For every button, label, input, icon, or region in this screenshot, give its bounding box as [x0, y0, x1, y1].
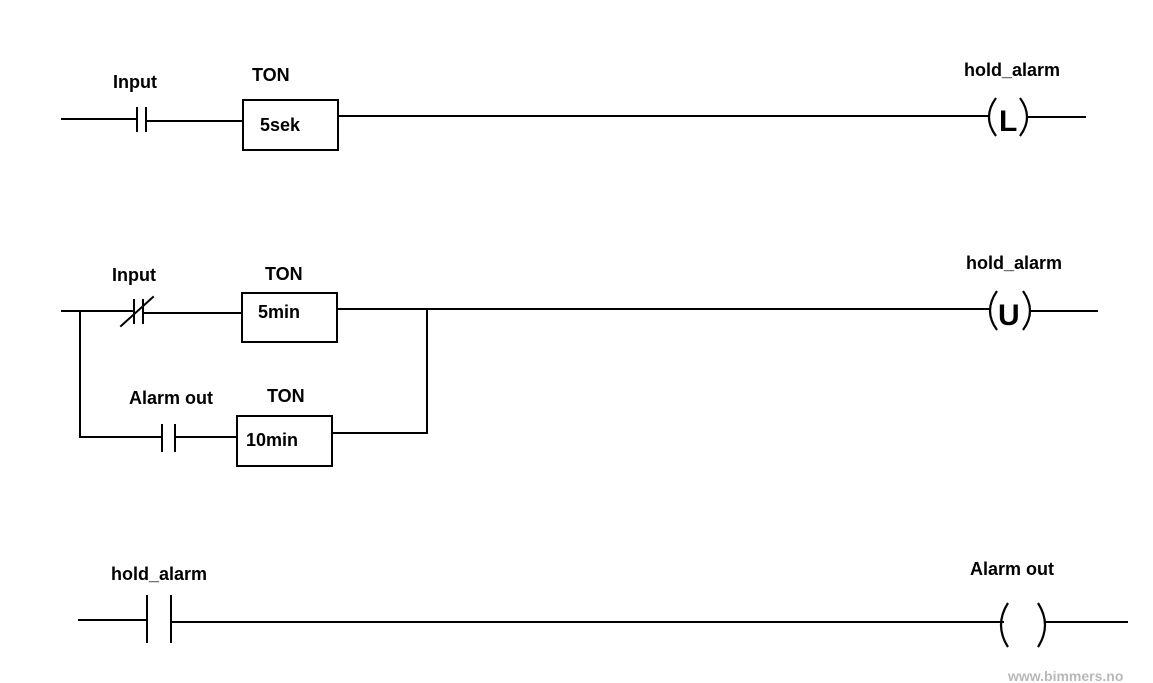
rung-1: Input TON 5sek hold_alarm L: [61, 60, 1086, 151]
rung-2-coil-label: hold_alarm: [966, 253, 1062, 273]
rung-2-branch-no-contact-symbol: [161, 424, 176, 452]
rung-2-ton-timer-box: [241, 292, 338, 343]
watermark-text: www.bimmers.no: [1007, 668, 1123, 683]
rung-3-output-coil: [999, 602, 1047, 648]
rung-2-branch-contact-label: Alarm out: [129, 388, 213, 408]
rung-2-timer-type: TON: [265, 264, 303, 284]
rung-2-timer-preset: 5min: [258, 302, 300, 322]
rung-1-contact-label: Input: [113, 72, 157, 92]
rung-2-unlatch-coil: U: [988, 290, 1032, 332]
rung-1-latch-coil: L: [987, 97, 1029, 138]
rung-1-no-contact-symbol: [136, 107, 147, 132]
rung-1-timer-type: TON: [252, 65, 290, 85]
rung-3: hold_alarm Alarm out: [78, 559, 1128, 648]
rung-3-contact-label: hold_alarm: [111, 564, 207, 584]
rung-2-branch-timer-type: TON: [267, 386, 305, 406]
rung-3-no-contact-symbol: [146, 595, 172, 643]
rung-2-branch-ton-timer-box: [236, 415, 333, 467]
rung-1-coil-letter: L: [999, 105, 1017, 138]
rung-3-coil-label: Alarm out: [970, 559, 1054, 579]
rung-2-branch-timer-preset: 10min: [246, 430, 298, 450]
rung-1-timer-preset: 5sek: [260, 115, 301, 135]
rung-2-contact-label: Input: [112, 265, 156, 285]
rung-2: Input TON 5min Alarm out TON 10min hold_…: [61, 253, 1098, 467]
rung-1-ton-timer-box: [242, 99, 339, 151]
rung-1-coil-label: hold_alarm: [964, 60, 1060, 80]
rung-2-nc-contact-symbol: [119, 295, 155, 328]
rung-2-coil-letter: U: [998, 299, 1020, 332]
